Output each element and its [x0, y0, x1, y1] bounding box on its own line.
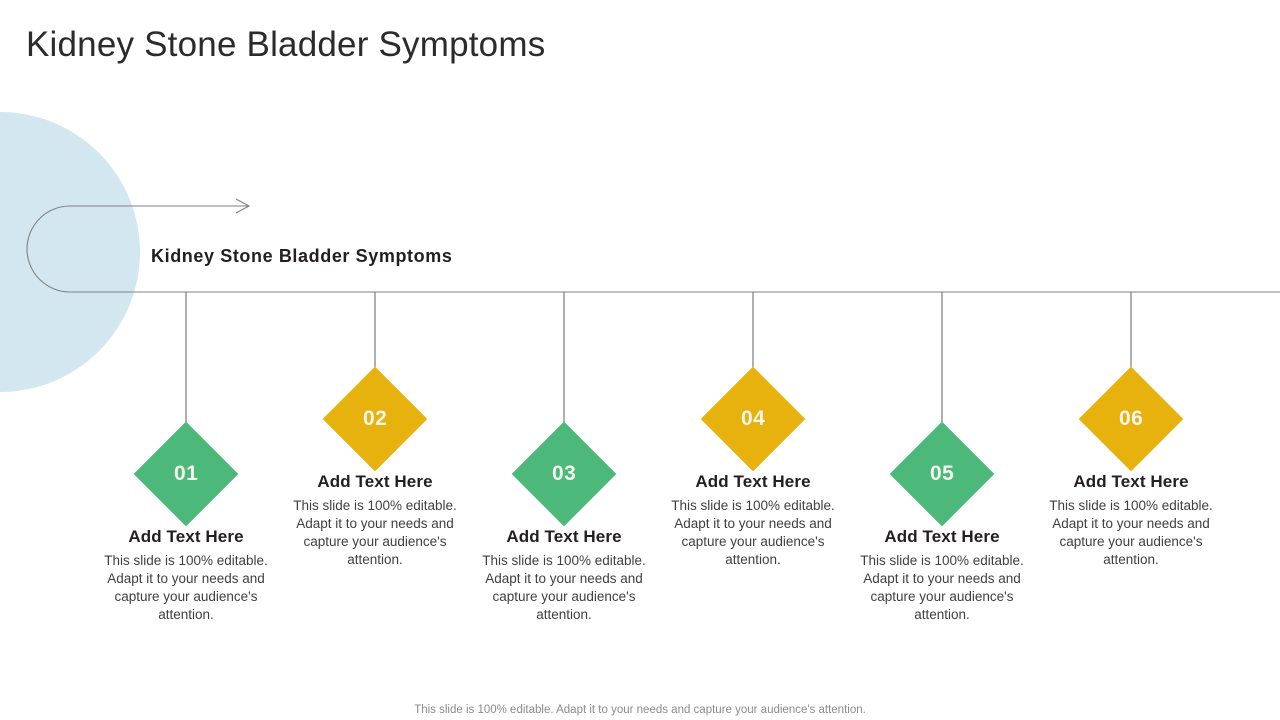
diamond-number-4: 04	[740, 406, 766, 430]
node-body-2: This slide is 100% editable. Adapt it to…	[293, 498, 457, 567]
timeline-node-6[interactable]: 06 Add Text Here This slide is 100% edit…	[1031, 366, 1231, 569]
diamond-shape-6[interactable]: 06	[1078, 366, 1184, 472]
node-body-3: This slide is 100% editable. Adapt it to…	[482, 553, 646, 622]
diamond-number-3: 03	[551, 461, 577, 485]
node-body-6: This slide is 100% editable. Adapt it to…	[1049, 498, 1213, 567]
timeline-node-1[interactable]: 01 Add Text Here This slide is 100% edit…	[86, 421, 286, 624]
node-body-4: This slide is 100% editable. Adapt it to…	[671, 498, 835, 567]
node-heading-5: Add Text Here	[884, 527, 1000, 546]
timeline-arrow-path	[26, 205, 1280, 293]
node-heading-2: Add Text Here	[317, 472, 433, 491]
diamond-number-1: 01	[173, 461, 199, 485]
node-heading-3: Add Text Here	[506, 527, 622, 546]
node-heading-4: Add Text Here	[695, 472, 811, 491]
timeline-node-5[interactable]: 05 Add Text Here This slide is 100% edit…	[842, 421, 1042, 624]
timeline-subtitle: Kidney Stone Bladder Symptoms	[151, 246, 453, 266]
node-heading-1: Add Text Here	[128, 527, 244, 546]
diamond-number-2: 02	[362, 406, 388, 430]
arrow-head-icon	[235, 198, 251, 214]
node-heading-6: Add Text Here	[1073, 472, 1189, 491]
diamond-shape-2[interactable]: 02	[322, 366, 428, 472]
diamond-shape-5[interactable]: 05	[889, 421, 995, 527]
footer-note: This slide is 100% editable. Adapt it to…	[414, 704, 866, 716]
diamond-shape-3[interactable]: 03	[511, 421, 617, 527]
diamond-shape-1[interactable]: 01	[133, 421, 239, 527]
page-title: Kidney Stone Bladder Symptoms	[26, 25, 546, 64]
diamond-number-6: 06	[1118, 406, 1144, 430]
node-body-1: This slide is 100% editable. Adapt it to…	[104, 553, 268, 622]
timeline-node-2[interactable]: 02 Add Text Here This slide is 100% edit…	[275, 366, 475, 569]
diamond-shape-4[interactable]: 04	[700, 366, 806, 472]
timeline-node-3[interactable]: 03 Add Text Here This slide is 100% edit…	[464, 421, 664, 624]
node-body-5: This slide is 100% editable. Adapt it to…	[860, 553, 1024, 622]
diamond-number-5: 05	[929, 461, 955, 485]
timeline-node-4[interactable]: 04 Add Text Here This slide is 100% edit…	[653, 366, 853, 569]
